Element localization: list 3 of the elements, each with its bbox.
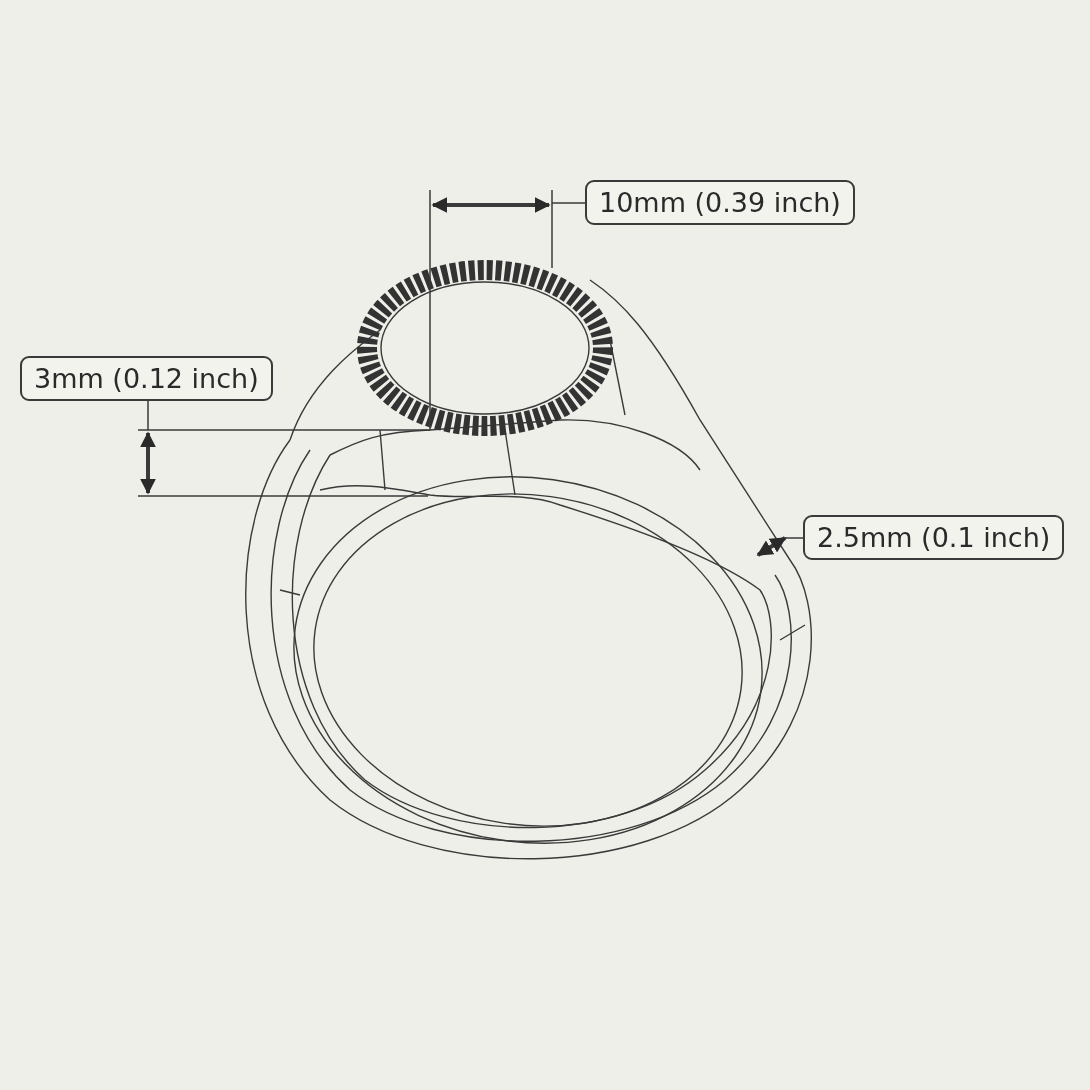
dimension-label: 3mm (0.12 inch): [20, 356, 273, 401]
dimension-label: 10mm (0.39 inch): [585, 180, 855, 225]
dimension-label: 2.5mm (0.1 inch): [803, 515, 1065, 560]
